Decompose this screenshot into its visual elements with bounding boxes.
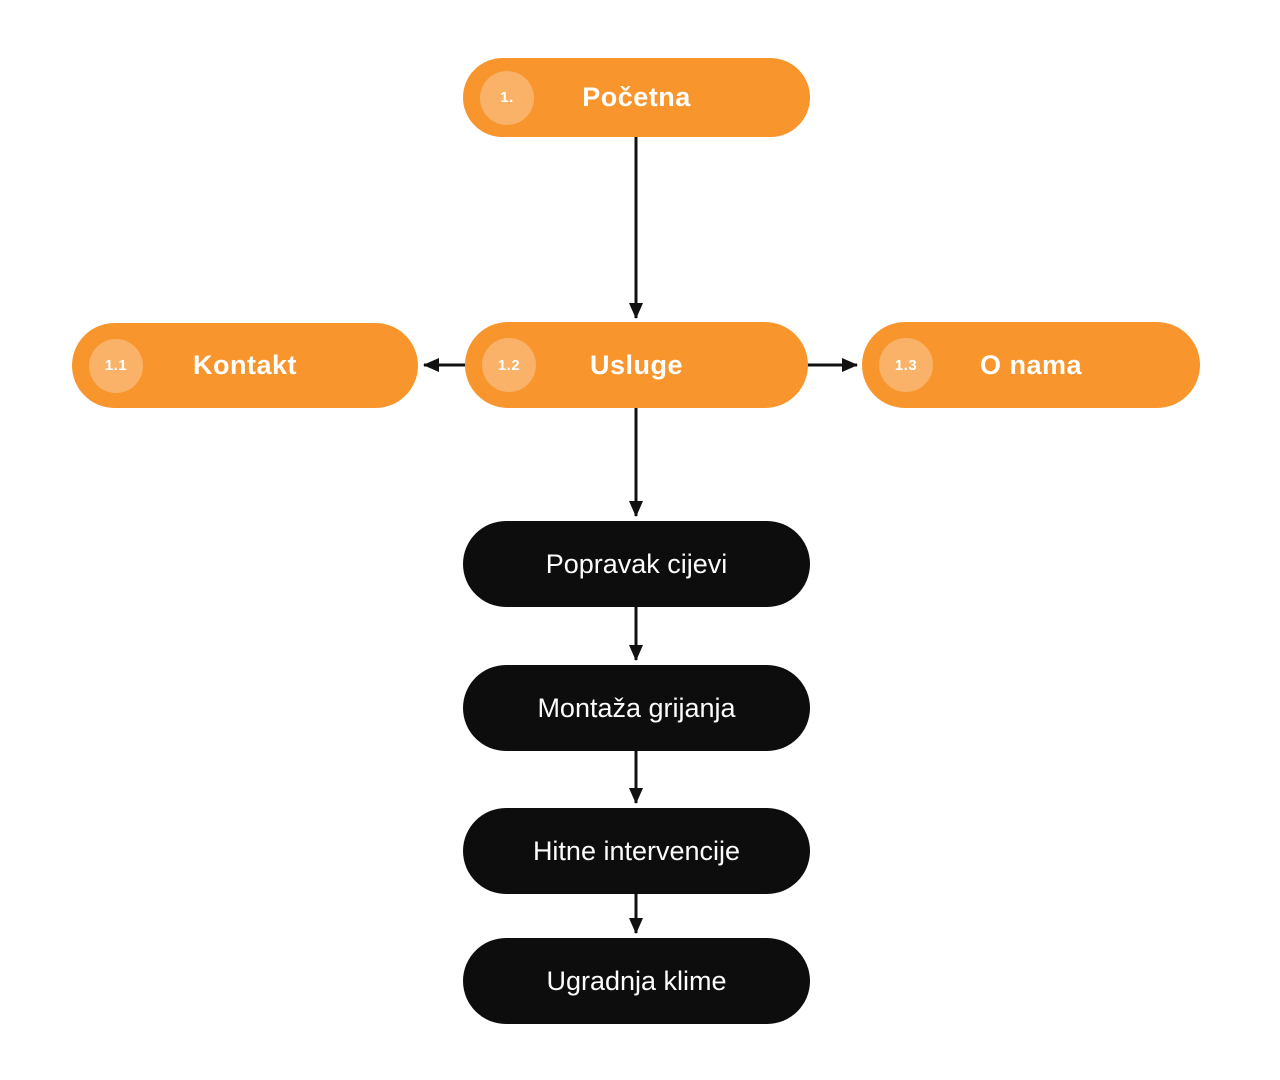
node-label: Ugradnja klime xyxy=(546,965,727,996)
node-hitne-intervencije: Hitne intervencije xyxy=(463,808,810,894)
node-pocetna: 1. Početna xyxy=(463,58,810,137)
node-number-badge: 1. xyxy=(480,70,534,125)
node-montaza-grijanja: Montaža grijanja xyxy=(463,665,810,751)
node-label: Početna xyxy=(582,82,691,112)
node-number-badge: 1.2 xyxy=(482,338,536,392)
node-number-badge: 1.3 xyxy=(879,338,933,392)
node-popravak-cijevi: Popravak cijevi xyxy=(463,521,810,607)
node-kontakt: 1.1 Kontakt xyxy=(72,323,418,408)
node-label: O nama xyxy=(979,349,1083,380)
node-number-badge: 1.1 xyxy=(89,338,143,393)
node-label: Usluge xyxy=(589,349,684,380)
node-ugradnja-klime: Ugradnja klime xyxy=(463,938,810,1024)
node-o-nama: 1.3 O nama xyxy=(862,322,1200,408)
node-label: Hitne intervencije xyxy=(532,835,741,866)
node-label: Popravak cijevi xyxy=(545,548,728,579)
node-usluge: 1.2 Usluge xyxy=(465,322,808,408)
node-label: Kontakt xyxy=(193,350,297,380)
node-label: Montaža grijanja xyxy=(537,692,736,723)
